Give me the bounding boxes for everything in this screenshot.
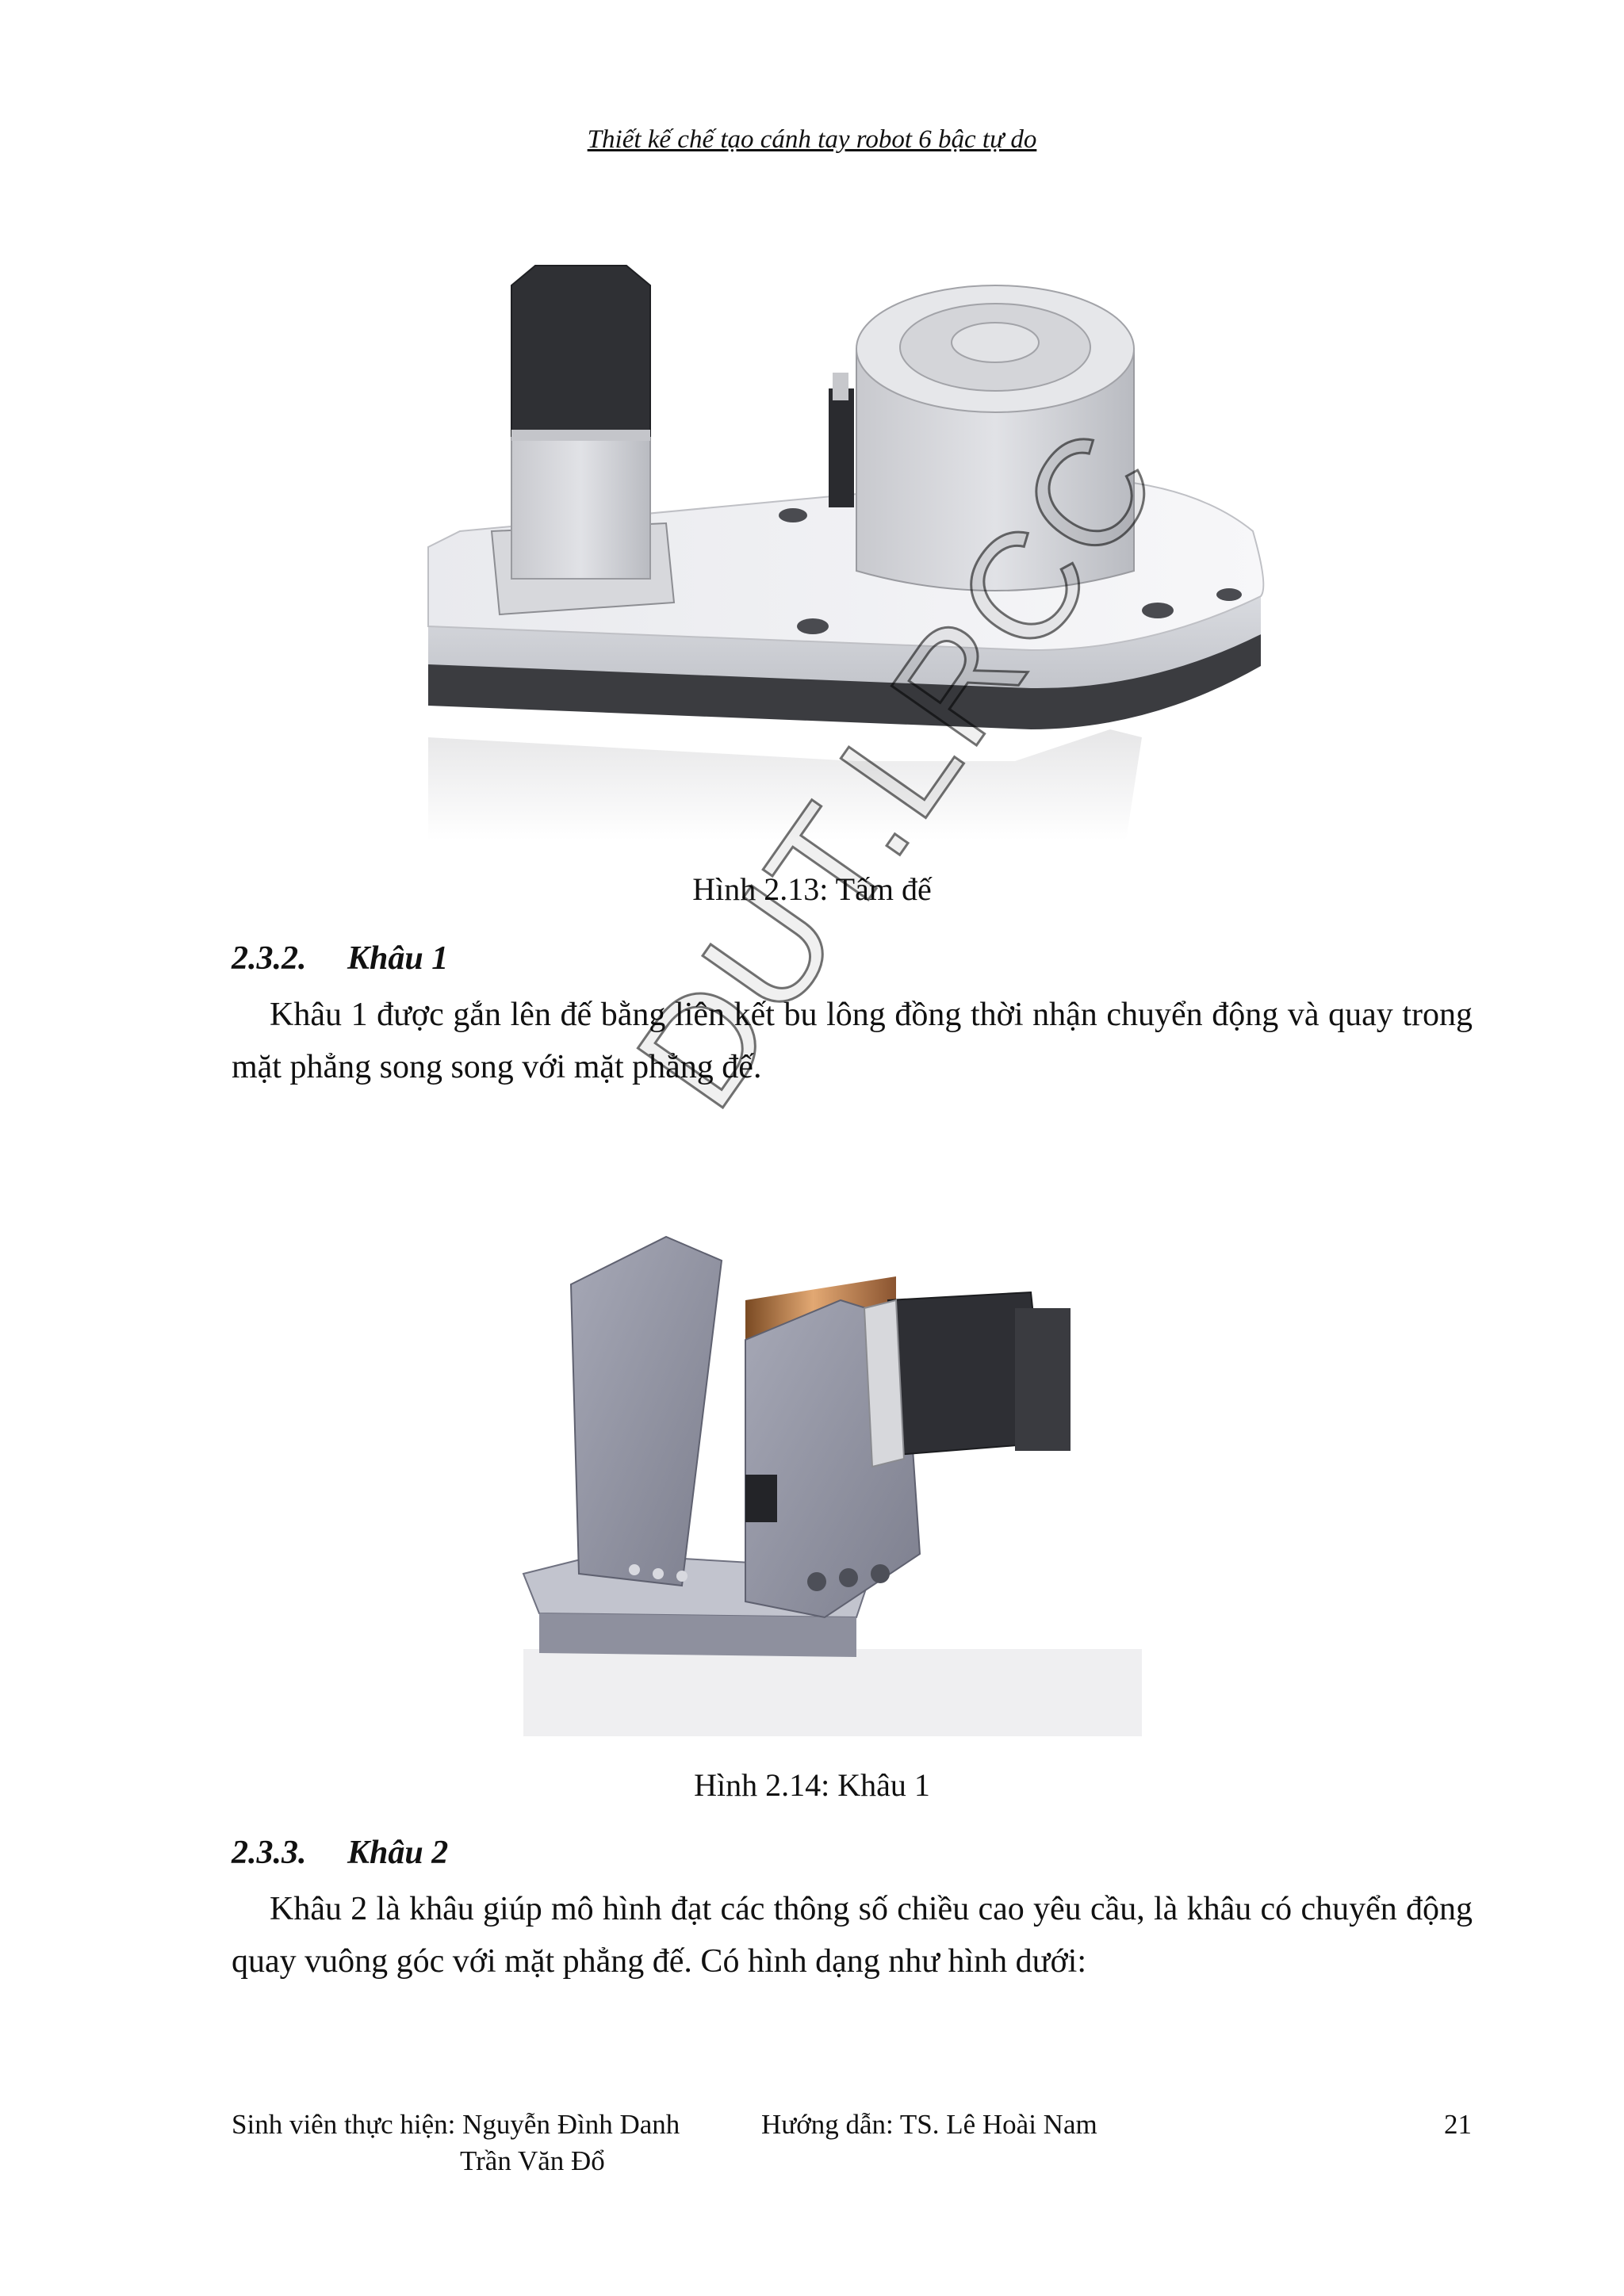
figure-link1-image <box>508 1173 1174 1744</box>
section-number: 2.3.2. <box>232 940 307 977</box>
figure-caption: Hình 2.14: Khâu 1 <box>694 1767 930 1803</box>
paragraph-text: Khâu 2 là khâu giúp mô hình đạt các thôn… <box>232 1891 1473 1980</box>
section-title: Khâu 1 <box>347 940 449 977</box>
section-heading: 2.3.2. Khâu 1 <box>232 939 448 978</box>
section-number: 2.3.3. <box>232 1835 307 1871</box>
paragraph-text: Khâu 1 được gắn lên đế bằng liên kết bu … <box>232 997 1473 1085</box>
page-number: 21 <box>1444 2109 1472 2140</box>
section-heading: 2.3.3. Khâu 2 <box>232 1834 448 1872</box>
page-header: Thiết kế chế tạo cánh tay robot 6 bậc tự… <box>587 125 1037 154</box>
footer-student-2: Trần Văn Đổ <box>460 2145 605 2176</box>
figure-base-plate-image <box>412 254 1269 848</box>
footer-advisor: Hướng dẫn: TS. Lê Hoài Nam <box>761 2109 1097 2140</box>
footer-students: Sinh viên thực hiện: Nguyễn Đình Danh <box>232 2109 680 2140</box>
section-paragraph: Khâu 1 được gắn lên đế bằng liên kết bu … <box>232 989 1473 1093</box>
section-paragraph: Khâu 2 là khâu giúp mô hình đạt các thôn… <box>232 1883 1473 1988</box>
figure-caption: Hình 2.13: Tấm đế <box>692 871 932 907</box>
section-title: Khâu 2 <box>347 1835 449 1871</box>
